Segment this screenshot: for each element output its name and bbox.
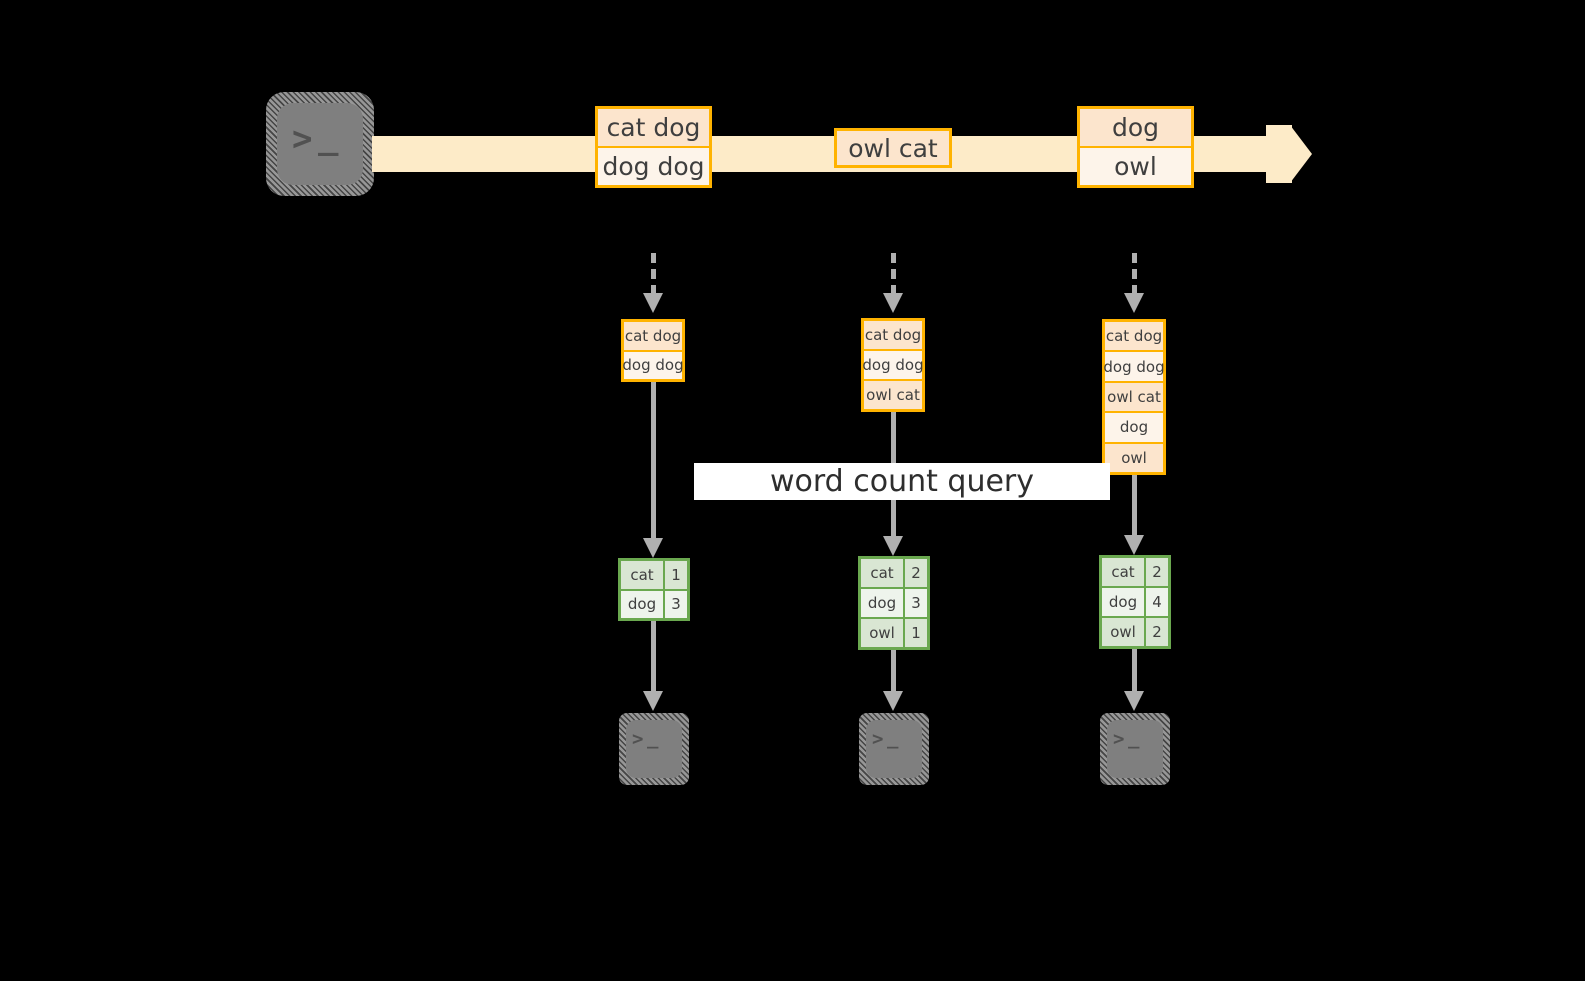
- snapshot-line: owl cat: [1105, 382, 1163, 414]
- result-word: owl: [861, 619, 905, 647]
- snapshot-line: dog: [1105, 413, 1163, 444]
- source-terminal-icon: > _: [266, 92, 374, 196]
- stream-to-snapshot-connector-3: [1132, 253, 1137, 295]
- result-to-sink-arrowhead-2: [883, 691, 903, 711]
- result-table-1: cat 1 dog 3: [618, 558, 690, 621]
- table-row: cat 1: [621, 561, 687, 591]
- snapshot-line: dog dog: [622, 351, 684, 379]
- result-count: 1: [665, 561, 687, 589]
- result-word: dog: [861, 589, 905, 617]
- result-to-sink-arrowhead-1: [643, 691, 663, 711]
- sink-terminal-icon-3: > _: [1100, 713, 1170, 785]
- result-table-3: cat 2 dog 4 owl 2: [1099, 555, 1171, 649]
- snapshot-to-result-arrowhead-1: [643, 538, 663, 558]
- result-count: 3: [665, 590, 687, 618]
- stream-to-snapshot-arrowhead-1: [643, 293, 663, 313]
- query-label-text: word count query: [769, 464, 1035, 499]
- terminal-prompt-underscore: _: [318, 117, 339, 157]
- table-row: cat 2: [861, 559, 927, 589]
- snapshot-2: cat dog dog dog owl cat: [861, 318, 925, 412]
- result-count: 2: [1146, 558, 1168, 586]
- snapshot-to-result-arrowhead-2: [883, 536, 903, 556]
- stream-band-wide: [1266, 125, 1292, 183]
- result-word: cat: [861, 559, 905, 587]
- table-row: dog 3: [861, 589, 927, 619]
- result-to-sink-connector-1: [651, 621, 656, 693]
- stream-event-line: owl: [1080, 148, 1191, 185]
- snapshot-to-result-connector-1: [651, 382, 656, 540]
- snapshot-to-result-arrowhead-3: [1124, 535, 1144, 555]
- result-to-sink-connector-3: [1132, 649, 1137, 693]
- result-count: 3: [905, 589, 927, 617]
- terminal-prompt-caret: >: [632, 728, 644, 750]
- terminal-screen: [626, 720, 682, 778]
- stream-to-snapshot-connector-2: [891, 253, 896, 295]
- terminal-screen: [1107, 720, 1163, 778]
- sink-terminal-icon-1: > _: [619, 713, 689, 785]
- result-word: dog: [621, 590, 665, 618]
- query-label-band: word count query: [694, 463, 1110, 500]
- table-row: owl 2: [1102, 618, 1168, 646]
- snapshot-1: cat dog dog dog: [621, 319, 685, 382]
- snapshot-line: cat dog: [1105, 322, 1163, 353]
- table-row: owl 1: [861, 619, 927, 647]
- result-count: 1: [905, 619, 927, 647]
- stream-event-2: owl cat: [834, 128, 952, 168]
- terminal-screen: [866, 720, 922, 778]
- stream-arrowhead: [1290, 125, 1312, 183]
- table-row: cat 2: [1102, 558, 1168, 588]
- result-word: cat: [1102, 558, 1146, 586]
- result-count: 4: [1146, 588, 1168, 616]
- terminal-prompt-caret: >: [292, 119, 313, 159]
- snapshot-to-result-connector-3: [1132, 475, 1137, 537]
- table-row: dog 4: [1102, 588, 1168, 618]
- stream-event-line: dog: [1080, 109, 1191, 148]
- result-count: 2: [1146, 618, 1168, 646]
- result-word: cat: [621, 561, 665, 589]
- result-count: 2: [905, 559, 927, 587]
- snapshot-line: cat dog: [624, 322, 682, 352]
- result-table-2: cat 2 dog 3 owl 1: [858, 556, 930, 650]
- stream-event-1: cat dog dog dog: [595, 106, 712, 188]
- snapshot-line: cat dog: [864, 321, 922, 351]
- result-to-sink-arrowhead-3: [1124, 691, 1144, 711]
- stream-event-3: dog owl: [1077, 106, 1194, 188]
- sink-terminal-icon-2: > _: [859, 713, 929, 785]
- result-word: owl: [1102, 618, 1146, 646]
- terminal-prompt-underscore: _: [1128, 727, 1140, 749]
- result-word: dog: [1102, 588, 1146, 616]
- terminal-screen: [277, 103, 363, 185]
- terminal-prompt-underscore: _: [647, 727, 659, 749]
- table-row: dog 3: [621, 590, 687, 618]
- terminal-prompt-caret: >: [872, 728, 884, 750]
- snapshot-line: owl cat: [864, 381, 922, 409]
- snapshot-line: owl: [1105, 443, 1163, 473]
- stream-to-snapshot-arrowhead-3: [1124, 293, 1144, 313]
- snapshot-3: cat dog dog dog owl cat dog owl: [1102, 319, 1166, 475]
- snapshot-line: dog dog: [862, 351, 924, 381]
- terminal-prompt-caret: >: [1113, 728, 1125, 750]
- snapshot-line: dog dog: [1103, 352, 1165, 383]
- stream-event-line: dog dog: [598, 148, 709, 185]
- result-to-sink-connector-2: [891, 650, 896, 693]
- stream-event-line: cat dog: [598, 109, 709, 148]
- stream-to-snapshot-connector-1: [651, 253, 656, 295]
- stream-to-snapshot-arrowhead-2: [883, 293, 903, 313]
- terminal-prompt-underscore: _: [887, 727, 899, 749]
